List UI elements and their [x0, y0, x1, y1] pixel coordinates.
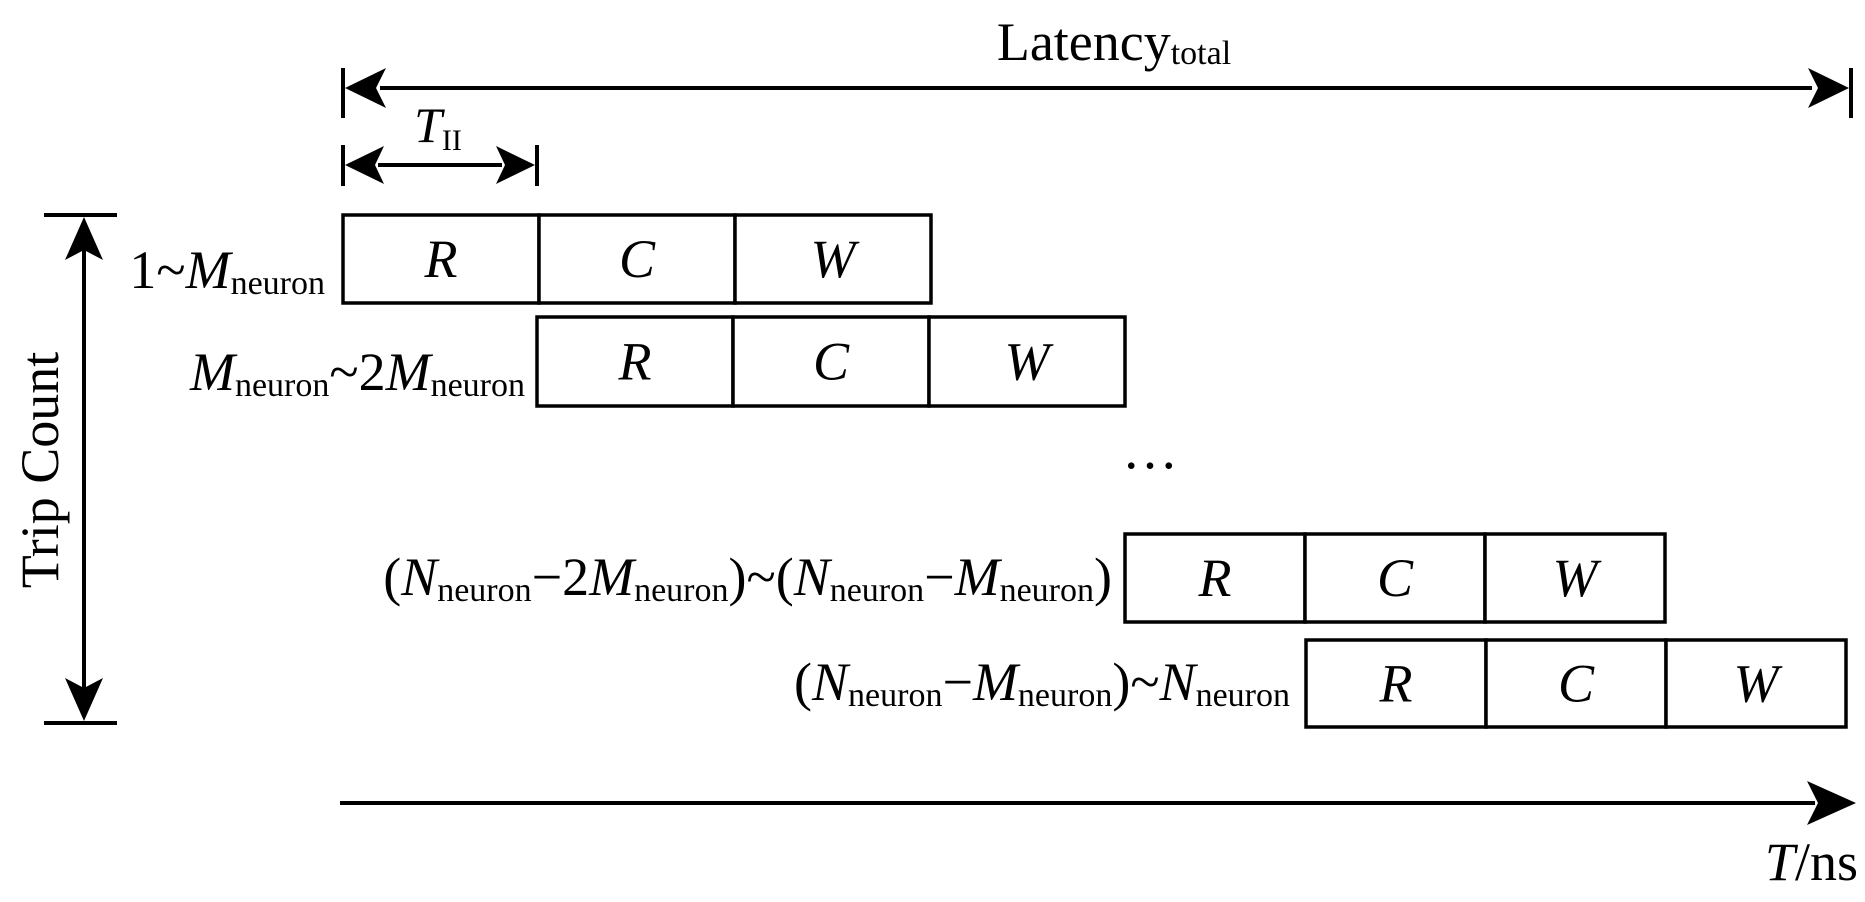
- row-label: (Nneuron−2Mneuron)~(Nneuron−Mneuron): [383, 547, 1112, 609]
- stage-label: R: [618, 332, 652, 392]
- pipeline-row: R C W Mneuron~2Mneuron: [189, 315, 1127, 408]
- ellipsis: …: [1122, 419, 1178, 481]
- stage-label: R: [424, 229, 458, 289]
- stage-label: C: [1558, 654, 1595, 714]
- stage-box: [1483, 532, 1667, 624]
- trip-count-down-arrowhead: [65, 678, 103, 721]
- stage-box: [731, 315, 931, 408]
- stage-box: [535, 315, 735, 408]
- stage-box: [1304, 638, 1488, 729]
- pipeline-row: R C W (Nneuron−2Mneuron)~(Nneuron−Mneuron): [383, 532, 1667, 624]
- latency-right-arrowhead: [1808, 68, 1849, 108]
- row-label: (Nneuron−Mneuron)~Nneuron: [794, 652, 1290, 714]
- interval-label: TII: [414, 97, 462, 157]
- time-axis-label: T/ns: [1765, 832, 1858, 892]
- latency-dimension: Latencytotal: [341, 12, 1853, 118]
- trip-count-label: Trip Count: [10, 352, 70, 589]
- trip-count-axis: Trip Count: [10, 213, 117, 725]
- pipeline-row: R C W 1~Mneuron: [129, 213, 933, 305]
- stage-label: W: [1553, 548, 1603, 608]
- pipeline-row: R C W (Nneuron−Mneuron)~Nneuron: [794, 638, 1848, 729]
- interval-left-arrowhead: [345, 146, 384, 184]
- interval-dimension: TII: [341, 97, 539, 186]
- stage-label: W: [1734, 654, 1784, 714]
- stage-label: W: [1005, 332, 1055, 392]
- stage-box: [927, 315, 1127, 408]
- stage-box: [1664, 638, 1848, 729]
- stage-label: R: [1379, 654, 1413, 714]
- stage-label: R: [1198, 548, 1232, 608]
- stage-label: W: [811, 229, 861, 289]
- interval-right-arrowhead: [496, 146, 535, 184]
- trip-count-up-arrowhead: [65, 217, 103, 260]
- stage-box: [733, 213, 933, 305]
- time-axis-arrowhead: [1807, 781, 1856, 825]
- stage-label: C: [1377, 548, 1414, 608]
- stage-label: C: [619, 229, 656, 289]
- stage-box: [537, 213, 737, 305]
- time-axis: T/ns: [340, 781, 1858, 892]
- stage-box: [1123, 532, 1307, 624]
- stage-label: C: [813, 332, 850, 392]
- row-label: 1~Mneuron: [129, 240, 325, 302]
- latency-label: Latencytotal: [997, 12, 1231, 72]
- latency-left-arrowhead: [345, 68, 386, 108]
- row-label: Mneuron~2Mneuron: [189, 342, 525, 404]
- stage-box: [1484, 638, 1668, 729]
